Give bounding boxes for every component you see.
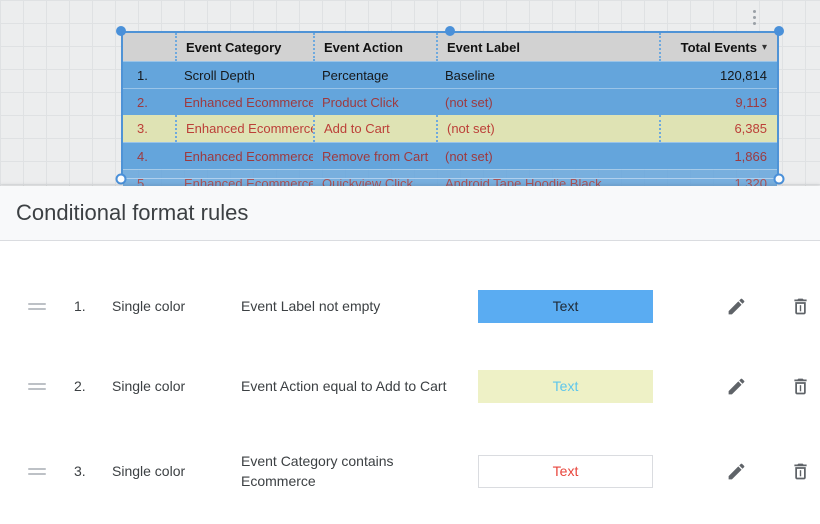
rule-condition: Event Label not empty xyxy=(241,297,381,314)
panel-header: Conditional format rules xyxy=(0,186,820,241)
pencil-icon xyxy=(728,463,744,479)
event-label-cell: (not set) xyxy=(436,115,659,142)
delete-rule-button[interactable] xyxy=(788,374,812,398)
row-index: 5. xyxy=(137,175,148,187)
swatch-label: Text xyxy=(552,378,579,394)
header-label: Event Action xyxy=(324,39,403,55)
format-rule-row: 2. Single color Event Action equal to Ad… xyxy=(0,346,820,426)
table-header-row: Event Category Event Action Event Label … xyxy=(123,33,777,61)
event-category-cell: Enhanced Ecommerce xyxy=(184,94,313,110)
events-table[interactable]: Event Category Event Action Event Label … xyxy=(123,33,777,186)
event-action-cell: Percentage xyxy=(322,67,389,83)
event-label-cell: (not set) xyxy=(445,94,493,110)
table-header-cell[interactable]: Event Category xyxy=(175,33,313,61)
rule-index: 2. xyxy=(74,378,86,394)
event-label-cell: Android Tape Hoodie Black xyxy=(445,175,602,187)
event-action-cell: Product Click xyxy=(322,94,399,110)
rule-type: Single color xyxy=(112,378,186,394)
event-action-cell: Quickview Click xyxy=(322,175,414,187)
edit-rule-button[interactable] xyxy=(724,459,748,483)
rule-condition: Event Action equal to Add to Cart xyxy=(241,377,447,394)
format-rule-row: 1. Single color Event Label not empty Te… xyxy=(0,266,820,346)
resize-handle-bottom-left[interactable] xyxy=(115,173,127,185)
row-index: 3. xyxy=(137,121,148,136)
delete-rule-button[interactable] xyxy=(788,459,812,483)
total-events-cell: 1,320 xyxy=(734,175,767,187)
format-color-swatch[interactable]: Text xyxy=(478,369,653,403)
event-action-cell: Add to Cart xyxy=(313,115,436,142)
drag-handle-icon[interactable] xyxy=(28,382,52,390)
event-category-cell: Enhanced Ecommerce xyxy=(184,175,313,187)
rule-type: Single color xyxy=(112,463,186,479)
trash-icon xyxy=(793,298,807,314)
total-events-cell: 6,385 xyxy=(659,115,777,142)
pencil-icon xyxy=(728,378,744,394)
rule-index: 1. xyxy=(74,298,86,314)
header-label: Event Category xyxy=(186,39,282,55)
resize-handle-bottom-right[interactable] xyxy=(773,173,785,185)
header-label: Total Events xyxy=(680,39,757,55)
drag-handle-icon[interactable] xyxy=(28,467,52,475)
event-action-cell: Remove from Cart xyxy=(322,148,429,164)
event-category-cell: Enhanced Ecommerce xyxy=(184,148,313,164)
panel-title: Conditional format rules xyxy=(16,200,249,225)
total-events-cell: 1,866 xyxy=(734,148,767,164)
table-header-cell[interactable]: Total Events ▾ xyxy=(659,33,777,61)
report-canvas[interactable]: Event Category Event Action Event Label … xyxy=(0,0,820,186)
resize-handle-top-mid[interactable] xyxy=(445,26,455,36)
drag-handle-icon[interactable] xyxy=(28,302,52,310)
rule-type: Single color xyxy=(112,298,186,314)
format-color-swatch[interactable]: Text xyxy=(478,454,653,488)
edit-rule-button[interactable] xyxy=(724,294,748,318)
trash-icon xyxy=(793,378,807,394)
table-header-cell[interactable] xyxy=(123,33,175,61)
table-row[interactable]: 2. Enhanced Ecommerce Product Click (not… xyxy=(123,88,777,115)
delete-rule-button[interactable] xyxy=(788,294,812,318)
resize-handle-top-right[interactable] xyxy=(774,26,784,36)
format-color-swatch[interactable]: Text xyxy=(478,289,653,323)
table-row[interactable]: 4. Enhanced Ecommerce Remove from Cart (… xyxy=(123,142,777,169)
resize-handle-top-left[interactable] xyxy=(116,26,126,36)
table-row[interactable]: 5. Enhanced Ecommerce Quickview Click An… xyxy=(123,169,777,186)
pencil-icon xyxy=(728,298,744,314)
event-label-cell: (not set) xyxy=(445,148,493,164)
row-index: 2. xyxy=(137,94,148,110)
trash-icon xyxy=(793,463,807,479)
total-events-cell: 9,113 xyxy=(735,94,767,110)
event-label-cell: Baseline xyxy=(445,67,495,83)
table-row[interactable]: 3. Enhanced Ecommerce Add to Cart (not s… xyxy=(123,115,777,142)
table-body: 1. Scroll Depth Percentage Baseline 120,… xyxy=(123,61,777,186)
total-events-cell: 120,814 xyxy=(720,67,767,83)
row-index: 4. xyxy=(137,148,148,164)
table-header-cell[interactable]: Event Action xyxy=(313,33,436,61)
table-header-cell[interactable]: Event Label xyxy=(436,33,659,61)
conditional-format-panel: Conditional format rules 1. Single color… xyxy=(0,186,820,524)
rule-index: 3. xyxy=(74,463,86,479)
rules-list: 1. Single color Event Label not empty Te… xyxy=(0,266,820,516)
table-row[interactable]: 1. Scroll Depth Percentage Baseline 120,… xyxy=(123,61,777,88)
header-label: Event Label xyxy=(447,39,520,55)
format-rule-row: 3. Single color Event Category contains … xyxy=(0,426,820,516)
sort-desc-icon[interactable]: ▾ xyxy=(761,41,767,53)
row-index: 1. xyxy=(137,67,148,83)
event-category-cell: Enhanced Ecommerce xyxy=(175,115,313,142)
swatch-label: Text xyxy=(552,463,579,479)
edit-rule-button[interactable] xyxy=(724,374,748,398)
event-category-cell: Scroll Depth xyxy=(184,67,255,83)
swatch-label: Text xyxy=(552,298,579,314)
kebab-menu-icon[interactable] xyxy=(749,6,759,28)
rule-condition: Event Category contains Ecommerce xyxy=(241,452,394,489)
